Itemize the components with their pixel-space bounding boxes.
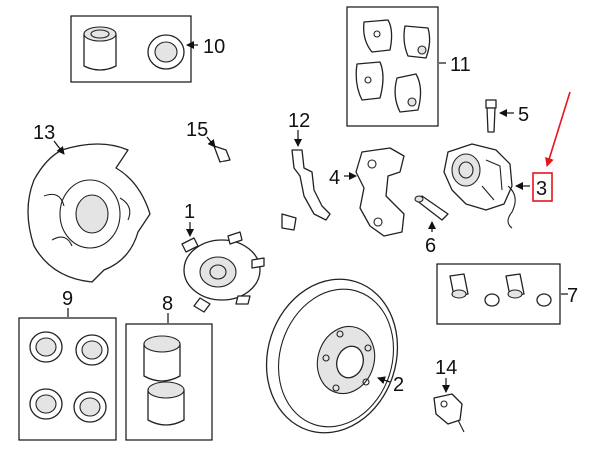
pad-shape-bottom-right	[394, 73, 422, 113]
part-2-brake-rotor[interactable]: 2	[247, 262, 417, 449]
part-9-box	[18, 317, 117, 441]
callout-1: 1	[184, 201, 195, 223]
callout-9: 9	[62, 288, 73, 310]
part-10-box	[70, 15, 192, 83]
part-11-box	[346, 6, 439, 127]
callout-10: 10	[203, 36, 225, 58]
abs-sensor-body	[433, 393, 463, 425]
part-9-seal-set[interactable]: 9	[18, 288, 117, 441]
boot-cylinder-shape	[83, 26, 117, 71]
guide-pin-head	[414, 195, 424, 203]
abs-sensor-tip	[457, 419, 465, 433]
support-bolt-hole-top	[367, 159, 377, 169]
hose-tube-inner	[220, 161, 285, 224]
callout-2: 2	[393, 374, 404, 396]
piston-shapes	[143, 335, 185, 426]
bleeder-cap	[485, 99, 497, 109]
support-shape	[355, 147, 405, 237]
hub-center	[199, 256, 237, 288]
pad-shape-top-right	[403, 25, 431, 59]
part-4-caliper-support[interactable]: 4	[329, 147, 405, 237]
hub-bore	[209, 264, 227, 280]
boot-ring-shape	[147, 34, 185, 70]
callout-8: 8	[162, 293, 173, 315]
highlight-arrow	[545, 91, 571, 167]
callout-11: 11	[450, 54, 471, 76]
rotor-vent-ring	[277, 288, 395, 428]
callout-15: 15	[186, 119, 208, 141]
support-bolt-hole-bottom	[373, 217, 383, 227]
part-6-guide-pin[interactable]: 6	[414, 195, 449, 257]
caliper-piston	[458, 161, 474, 179]
bleeder-shaft	[486, 107, 496, 133]
hose-fitting-bottom	[281, 213, 297, 231]
part-10-boot-kit[interactable]: 10	[70, 15, 225, 83]
caliper-details	[481, 159, 503, 201]
seal-shapes	[449, 273, 552, 307]
dust-shield-hub-hole	[75, 194, 109, 234]
part-7-box	[436, 263, 561, 325]
seal-ring-shapes	[29, 331, 109, 423]
part-5-bleeder-screw[interactable]: 5	[485, 99, 529, 133]
pad-shape-top-left	[363, 19, 393, 53]
hose-tube-outer	[221, 161, 285, 223]
callout-6: 6	[425, 235, 436, 257]
callout-13: 13	[33, 122, 55, 144]
abs-sensor-bolt	[440, 400, 448, 408]
hub-studs	[181, 231, 265, 313]
part-2-leader	[377, 376, 391, 385]
rotor-center-bore	[336, 345, 364, 379]
part-13-leader	[53, 140, 65, 155]
part-14-abs-sensor[interactable]: 14	[433, 357, 465, 433]
callout-3-highlight-box	[532, 172, 553, 202]
callout-4: 4	[329, 167, 340, 189]
caliper-piston-bore	[451, 153, 481, 187]
callout-3: 3	[536, 178, 547, 200]
callout-5: 5	[518, 104, 529, 126]
part-11-pad-set[interactable]: 11	[346, 6, 471, 127]
caliper-spring-clip	[507, 185, 516, 229]
callout-14: 14	[435, 357, 457, 379]
pad-shape-bottom-left	[355, 61, 384, 101]
part-1-wheel-hub[interactable]: 1	[181, 201, 265, 313]
hose-fitting-top	[213, 145, 231, 163]
dust-shield-ribs	[43, 193, 131, 247]
part-12-bracket-clip[interactable]: 12	[288, 110, 331, 221]
part-8-box	[125, 323, 213, 441]
part-15-brake-hose[interactable]: 15	[186, 119, 297, 231]
part-13-dust-shield[interactable]: 13	[27, 122, 151, 283]
part-3-brake-caliper[interactable]: 3	[443, 91, 571, 229]
callout-7: 7	[567, 285, 578, 307]
dust-shield-center	[59, 179, 121, 249]
clip-shape	[291, 149, 331, 221]
rotor-lug-holes	[322, 330, 372, 392]
part-15-leader	[206, 136, 216, 148]
part-8-piston-set[interactable]: 8	[125, 293, 213, 441]
callout-12: 12	[288, 110, 310, 132]
part-7-seal-kit[interactable]: 7	[436, 263, 578, 325]
